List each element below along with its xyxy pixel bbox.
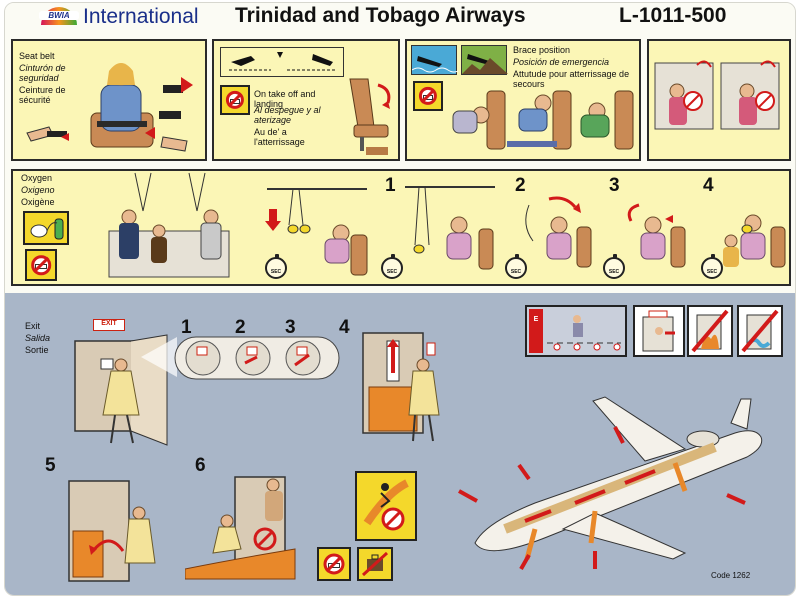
exit-step-4: 4 (339, 317, 350, 338)
card-header: BWIA International Trinidad and Tobago A… (5, 3, 795, 35)
stopwatch-icon: SEC (603, 254, 625, 279)
takeoff-label-en: On take off and landing (254, 89, 316, 109)
exit-label-fr: Sortie (25, 345, 49, 355)
slide-jump-illustration (185, 476, 296, 580)
brace-label-es: Posición de emergencia (513, 57, 610, 67)
exit-label-es: Salida (25, 333, 51, 343)
door-open-illustration (362, 332, 440, 442)
seatbelt-label-es: Cinturón de seguridad (19, 63, 66, 83)
exit-label-en: Exit (25, 321, 41, 331)
takeoff-label-es: Al despegue y al aterizage (254, 105, 321, 125)
exit-step-1: 1 (181, 317, 192, 338)
lavatory-illustration (654, 60, 780, 130)
exit-step-5: 5 (45, 455, 56, 476)
exit-step-2: 2 (235, 317, 246, 338)
oxygen-label-es: Oxigeno (21, 185, 55, 195)
seatbelt-illustration (26, 63, 193, 152)
card-title: Trinidad and Tobago Airways (235, 4, 526, 27)
bwia-logo: BWIA (39, 7, 79, 31)
stopwatch-icon: SEC (505, 254, 527, 279)
oxygen-step-2: 2 (515, 175, 526, 196)
oxygen-step-4-illustration (723, 214, 786, 268)
brace-illustration (452, 90, 634, 150)
oxygen-panel: Oxygen Oxigeno Oxigène SE (11, 169, 791, 286)
exit-step-6: 6 (195, 455, 206, 476)
aircraft-model: L-1011-500 (619, 4, 727, 27)
no-luggage-icon (357, 547, 393, 581)
upright-seat-icon (349, 78, 391, 155)
no-smoking-icon (25, 249, 57, 281)
takeoff-label-fr: Au de' a l'atterrissage (254, 127, 305, 147)
aircraft-exits-illustration (458, 396, 763, 570)
oxygen-step-3-illustration (627, 203, 686, 268)
no-smoking-icon (220, 85, 250, 115)
brace-panel: Brace position Posición de emergencia At… (405, 39, 641, 161)
lavatory-panel (647, 39, 791, 161)
mask-drop-illustration (265, 188, 368, 276)
oxygen-label-en: Oxygen (21, 173, 53, 183)
no-smoking-icon (317, 547, 351, 581)
exit-step-3: 3 (285, 317, 296, 338)
oxygen-step-1-illustration (405, 186, 495, 270)
stopwatch-icon: SEC (265, 254, 287, 279)
oxygen-row-illustration (108, 172, 230, 278)
brace-label-fr: Attutude pour atterrissage de secours (513, 69, 630, 89)
takeoff-landing-icon (220, 47, 344, 77)
safety-card: BWIA International Trinidad and Tobago A… (4, 2, 796, 596)
seatbelt-label-en: Seat belt (19, 51, 55, 61)
logo-text: BWIA (39, 11, 79, 20)
stopwatch-icon: SEC (701, 254, 723, 279)
no-water-exit-icon (737, 305, 783, 357)
oxygen-step-3: 3 (609, 175, 620, 196)
floor-lighting-icon: E (525, 305, 627, 357)
slide-position-icon (355, 471, 417, 541)
oxygen-label-fr: Oxigène (21, 197, 55, 207)
door-handle-zoom (141, 336, 340, 380)
brand-name: International (83, 5, 199, 28)
exit-door-icon (633, 305, 685, 357)
seatbelt-panel: Seat belt Cinturón de seguridad Ceinture… (11, 39, 207, 161)
oxygen-step-4: 4 (703, 175, 714, 196)
takeoff-panel: On take off and landing Al despegue y al… (212, 39, 400, 161)
oxygen-bottle-icon (23, 211, 69, 245)
floor-exit-letters: E (534, 316, 539, 323)
land-landing-icon (461, 45, 508, 75)
brace-label-en: Brace position (513, 45, 571, 55)
exit-section: Exit Salida Sortie EXIT 1 2 3 4 (5, 293, 795, 595)
seatbelt-label-fr: Ceinture de sécurité (19, 85, 66, 105)
slide-deploy-illustration (68, 480, 156, 582)
water-landing-icon (411, 45, 461, 75)
oxygen-step-1: 1 (385, 175, 396, 196)
no-smoking-icon (413, 81, 443, 111)
exit-sign: EXIT (93, 319, 125, 331)
no-fire-exit-icon (687, 305, 733, 357)
card-code: Code 1262 (711, 571, 751, 580)
stopwatch-icon: SEC (381, 254, 403, 279)
oxygen-step-2-illustration (525, 196, 592, 268)
